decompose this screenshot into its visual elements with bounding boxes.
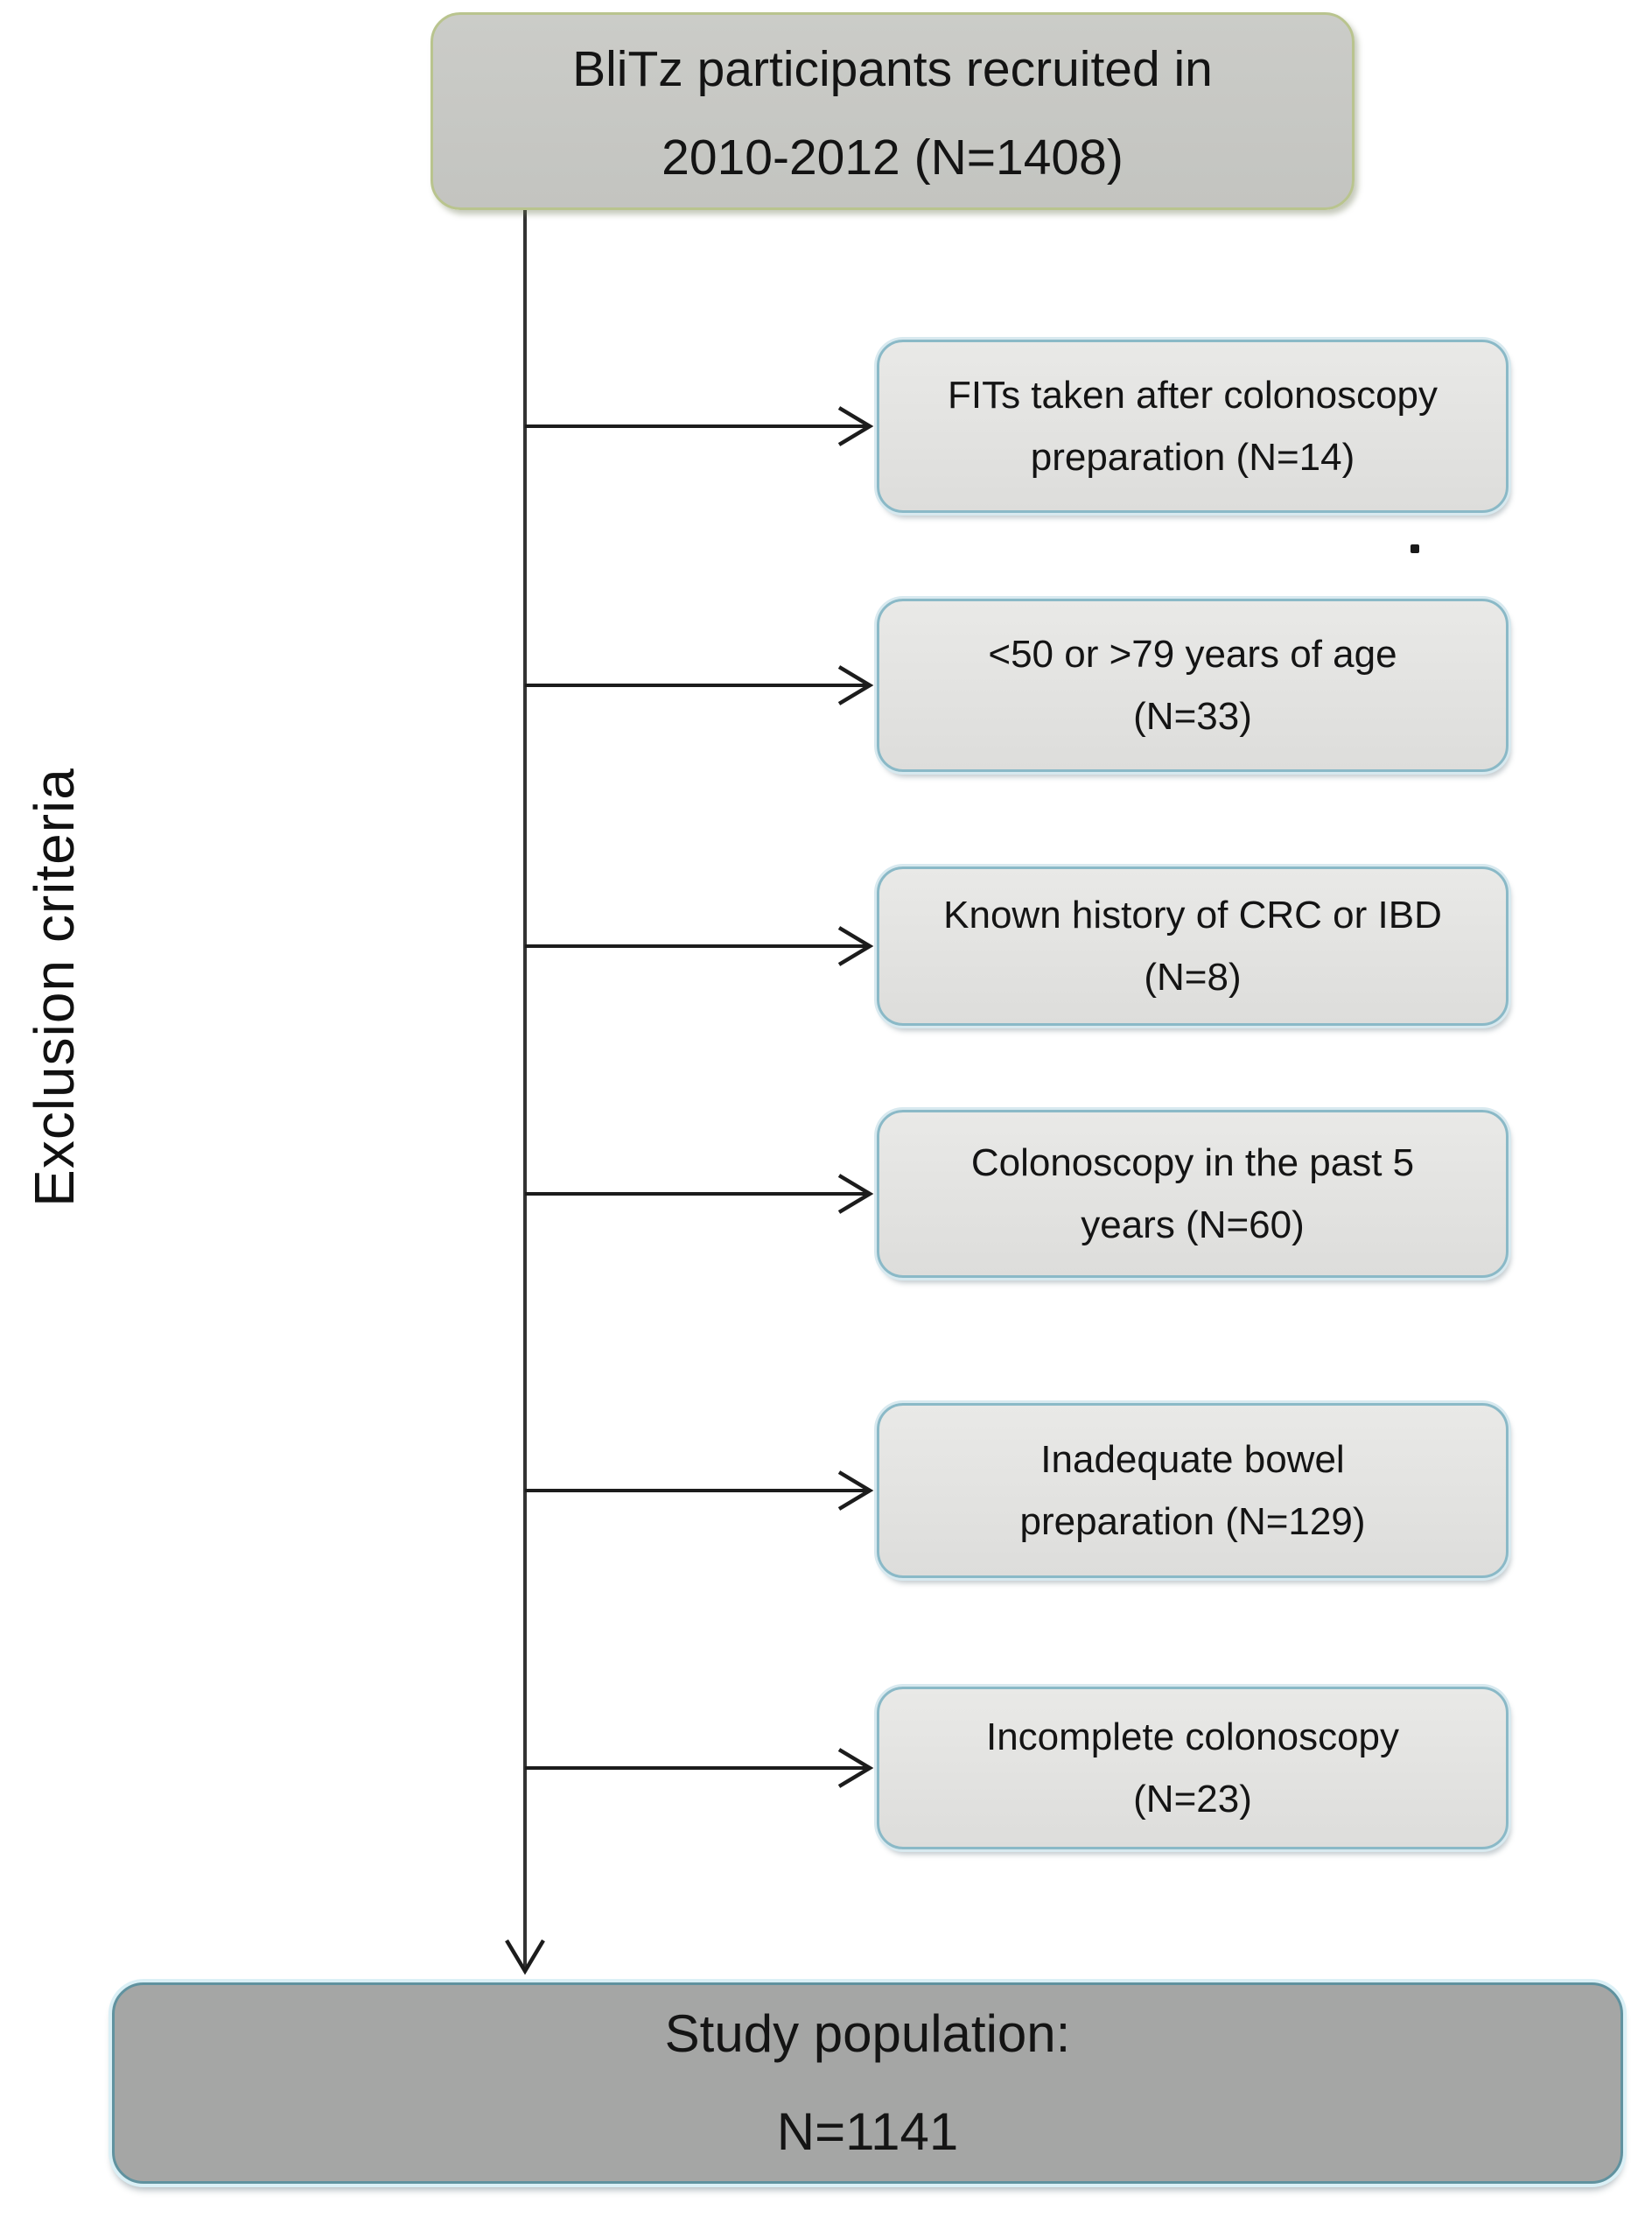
exclusion-box-fits-after-prep: FITs taken after colonoscopy preparation…	[877, 340, 1508, 513]
exclusion-box-line-2: (N=33)	[1133, 695, 1252, 738]
exclusion-box-line-2: preparation (N=129)	[1019, 1500, 1366, 1543]
study-population-line-1: Study population:	[664, 2004, 1071, 2063]
recruitment-box-line-2: 2010-2012 (N=1408)	[662, 130, 1124, 186]
exclusion-box-incomplete-colonoscopy: Incomplete colonoscopy (N=23)	[877, 1687, 1508, 1849]
exclusion-box-inadequate-prep: Inadequate bowel preparation (N=129)	[877, 1403, 1508, 1578]
study-population-box: Study population: N=1141	[112, 1982, 1623, 2184]
exclusion-box-crc-ibd-history: Known history of CRC or IBD (N=8)	[877, 866, 1508, 1026]
exclusion-box-line-1: Known history of CRC or IBD	[943, 894, 1442, 937]
stray-dot	[1410, 544, 1419, 553]
exclusion-box-recent-colonoscopy: Colonoscopy in the past 5 years (N=60)	[877, 1110, 1508, 1278]
exclusion-box-line-2: (N=8)	[1144, 956, 1242, 999]
exclusion-box-line-1: Colonoscopy in the past 5	[970, 1141, 1415, 1184]
exclusion-box-line-1: Incomplete colonoscopy	[985, 1715, 1400, 1758]
exclusion-box-age: <50 or >79 years of age (N=33)	[877, 599, 1508, 772]
exclusion-criteria-label: Exclusion criteria	[23, 768, 86, 1207]
exclusion-box-line-2: (N=23)	[1133, 1778, 1252, 1821]
recruitment-box: BliTz participants recruited in 2010-201…	[430, 12, 1354, 210]
exclusion-box-line-1: <50 or >79 years of age	[988, 633, 1397, 676]
exclusion-box-line-2: preparation (N=14)	[1030, 436, 1355, 479]
exclusion-box-line-1: Inadequate bowel	[1040, 1438, 1345, 1481]
exclusion-box-line-1: FITs taken after colonoscopy	[947, 374, 1438, 417]
exclusion-box-line-2: years (N=60)	[1081, 1203, 1305, 1246]
study-population-line-2: N=1141	[776, 2102, 959, 2161]
recruitment-box-line-1: BliTz participants recruited in	[572, 41, 1213, 97]
